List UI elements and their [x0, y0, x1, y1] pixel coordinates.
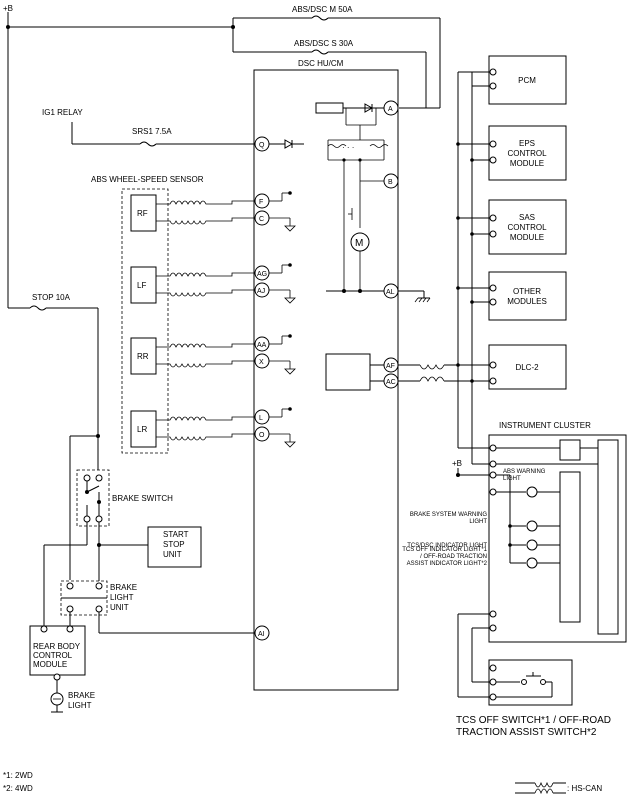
ig1-relay-label: IG1 RELAY: [42, 108, 83, 117]
fuse-stop-label: STOP 10A: [32, 293, 71, 302]
sensors-layer: RF F C LF AG AJ RR AA X LR L O: [130, 191, 296, 448]
svg-text:C: C: [259, 216, 264, 223]
brake-system-lamp: [526, 520, 538, 532]
tcs-off-lamp: [526, 557, 538, 569]
svg-text:AA: AA: [257, 342, 267, 349]
sensor-lf: LF AG AJ: [130, 263, 296, 304]
svg-text:AJ: AJ: [257, 288, 265, 295]
svg-text:RF: RF: [137, 209, 148, 218]
can-module-5: DLC-2: [456, 344, 567, 390]
legend-hs-can: : HS-CAN: [567, 784, 602, 793]
sensor-rf: RF F C: [130, 191, 296, 232]
sensor-rr: RR AA X: [130, 334, 296, 375]
svg-text:AL: AL: [386, 289, 395, 296]
plus-b-cluster-label: +B: [452, 459, 462, 468]
brake-switch-box: [76, 469, 110, 527]
svg-text:Q: Q: [259, 142, 265, 149]
sensor-group-title: ABS WHEEL-SPEED SENSOR: [91, 175, 204, 184]
svg-text:AI: AI: [258, 631, 265, 638]
fuse-abs-dsc-m-label: ABS/DSC M 50A: [292, 5, 353, 14]
svg-text:PCM: PCM: [518, 76, 536, 85]
fuse-abs-dsc-s-label: ABS/DSC S 30A: [294, 39, 354, 48]
svg-text:RR: RR: [137, 352, 149, 361]
svg-text:AC: AC: [386, 379, 396, 386]
svg-text:X: X: [259, 359, 264, 366]
svg-text:O: O: [259, 432, 265, 439]
svg-text:LR: LR: [137, 425, 147, 434]
svg-text:F: F: [259, 199, 263, 206]
dsc-module-title: DSC HU/CM: [298, 59, 344, 68]
svg-text:B: B: [388, 179, 393, 186]
cluster-title: INSTRUMENT CLUSTER: [499, 421, 591, 430]
svg-text:LF: LF: [137, 281, 146, 290]
pin-ai: [254, 625, 270, 641]
brake-switch-label: BRAKE SWITCH: [112, 494, 173, 503]
lamp-label-3: TCS OFF INDICATOR LIGHT*1/ OFF-ROAD TRAC…: [402, 547, 487, 567]
footnote-4wd: *2: 4WD: [3, 784, 33, 793]
svg-text:M: M: [355, 238, 363, 249]
svg-text:AF: AF: [386, 363, 395, 370]
can-module-1: PCM: [488, 55, 567, 105]
svg-text:AG: AG: [257, 271, 267, 278]
svg-text:· · ·: · · ·: [342, 143, 354, 152]
sensor-group-box: [121, 188, 169, 454]
sensor-lr: LR L O: [130, 407, 296, 448]
svg-text:DLC-2: DLC-2: [515, 363, 539, 372]
footnote-2wd: *1: 2WD: [3, 771, 33, 780]
tcs-dsc-lamp: [526, 539, 538, 551]
svg-text:A: A: [388, 106, 393, 113]
fuse-srs1-label: SRS1 7.5A: [132, 127, 172, 136]
start-stop-unit-box: [147, 526, 202, 568]
svg-text:L: L: [259, 415, 263, 422]
lamp-label-2: TCS/DSC INDICATOR LIGHT: [407, 543, 487, 549]
plus-b-label: +B: [3, 4, 13, 13]
rear-body-module-box: [29, 625, 86, 676]
abs-warning-lamp: [526, 486, 538, 498]
